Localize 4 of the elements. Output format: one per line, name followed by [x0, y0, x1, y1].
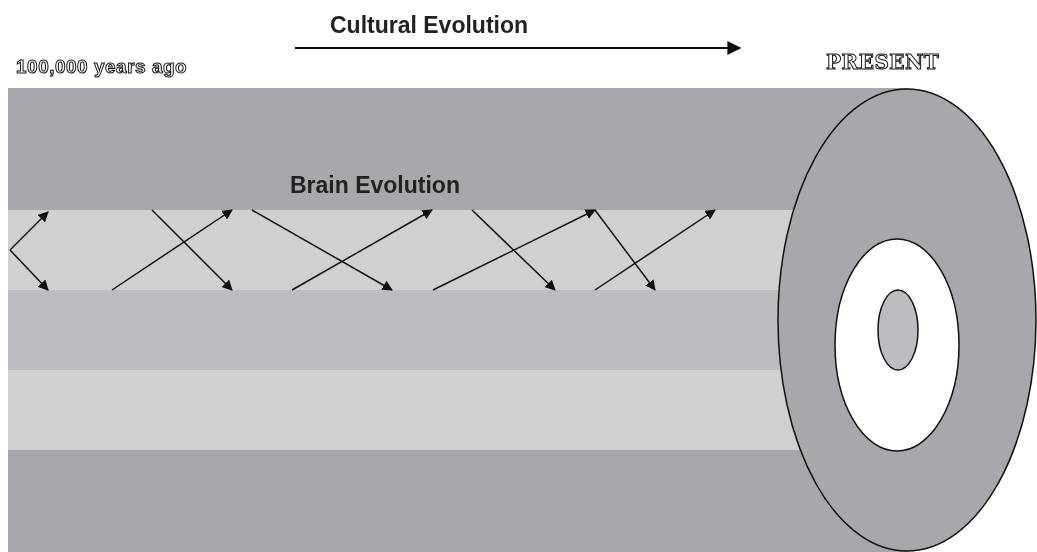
axis-label: Cultural Evolution	[330, 12, 529, 39]
time-label: PRESENT	[826, 50, 940, 74]
band-label: Brain Evolution	[290, 172, 460, 199]
time-label: 100,000 years ago	[16, 56, 188, 78]
